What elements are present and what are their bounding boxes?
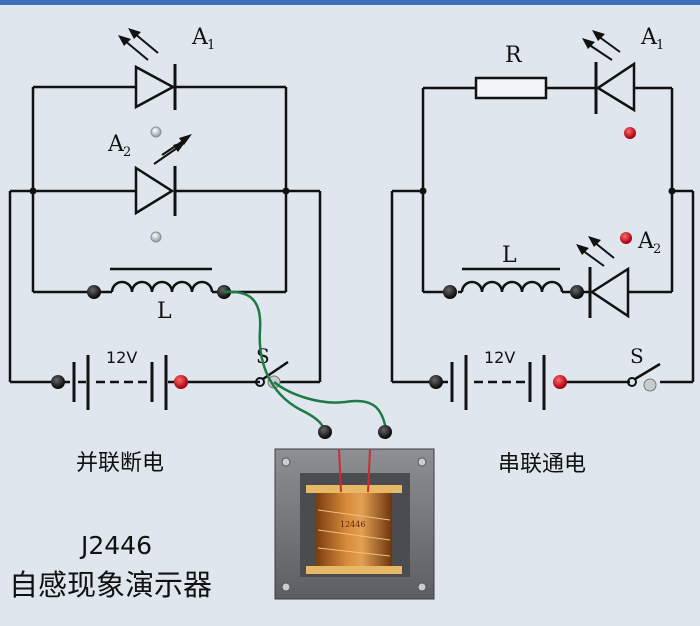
right-a1-label: A — [640, 25, 658, 50]
green-wire — [223, 290, 327, 431]
left-battery-label: 12V — [106, 348, 137, 367]
left-a2-label: A — [107, 132, 125, 157]
resistor-r — [474, 76, 548, 100]
terminal-post-red[interactable] — [174, 375, 188, 389]
terminal-post[interactable] — [87, 285, 101, 299]
right-caption: 串联通电 — [498, 452, 586, 477]
coil-unit — [274, 448, 435, 600]
coil-terminal[interactable] — [318, 425, 332, 439]
terminal-post[interactable] — [570, 285, 584, 299]
led-a2-right — [620, 232, 632, 244]
led-a2-left — [150, 126, 162, 138]
battery-left — [72, 355, 168, 410]
right-a1-subscript: 1 — [656, 38, 664, 53]
inductor-right — [458, 267, 572, 294]
left-a1-subscript: 1 — [207, 38, 215, 53]
terminal-post[interactable] — [51, 375, 65, 389]
diode-a1-left — [118, 28, 177, 110]
junction-dot — [29, 187, 37, 195]
terminal-post[interactable] — [443, 285, 457, 299]
right-a2-label: A — [637, 229, 655, 254]
diode-a2-right — [576, 236, 630, 319]
right-a2-subscript: 2 — [653, 242, 661, 257]
junction-dot — [419, 187, 427, 195]
terminal-post[interactable] — [429, 375, 443, 389]
right-switch-label: S — [630, 344, 644, 368]
diode-a1-right — [582, 30, 636, 114]
left-caption: 并联断电 — [76, 451, 164, 476]
model-number: J2446 — [79, 531, 152, 560]
switch-right[interactable] — [627, 362, 661, 387]
led-a1-right — [624, 127, 636, 139]
left-inductor-label: L — [157, 299, 172, 324]
junction-dot — [282, 187, 290, 195]
left-a1-label: A — [191, 25, 209, 50]
junction-dot — [668, 187, 676, 195]
right-inductor-label: L — [502, 243, 517, 268]
diode-a2-left — [134, 134, 192, 216]
right-battery-label: 12V — [484, 348, 515, 367]
left-a2-subscript: 2 — [123, 145, 131, 160]
terminal-post-silver[interactable] — [643, 378, 657, 392]
right-resistor-label: R — [505, 43, 523, 68]
led-a1-left — [150, 231, 162, 243]
coil-label: 12446 — [340, 520, 365, 529]
terminal-post-red[interactable] — [553, 375, 567, 389]
panel-top-edge — [0, 0, 700, 5]
inductor-left — [100, 267, 218, 294]
device-name: 自感现象演示器 — [9, 568, 212, 602]
coil-terminal[interactable] — [378, 425, 392, 439]
left-circuit — [8, 85, 322, 384]
green-wire — [273, 381, 388, 431]
battery-right — [450, 355, 546, 410]
